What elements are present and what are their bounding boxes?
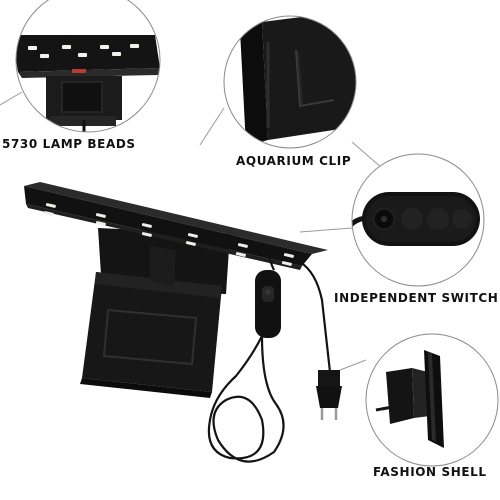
lamp-beads-detail [15, 0, 161, 133]
fashion-shell-detail [365, 333, 499, 467]
aquarium-clip-label: AQUARIUM CLIP [236, 154, 352, 168]
independent-switch-detail [351, 153, 485, 287]
aquarium-clip-detail [223, 15, 357, 149]
led-strip [43, 203, 294, 266]
aquarium-light-main [24, 182, 328, 398]
independent-switch-label: INDEPENDENT SWITCH [334, 291, 499, 305]
fashion-shell-label: FASHION SHELL [373, 465, 487, 479]
power-cord [207, 251, 332, 463]
inline-switch [255, 270, 281, 338]
lamp-beads-label: 5730 LAMP BEADS [2, 137, 136, 151]
eu-plug [316, 370, 342, 420]
callout-lines [0, 91, 383, 371]
